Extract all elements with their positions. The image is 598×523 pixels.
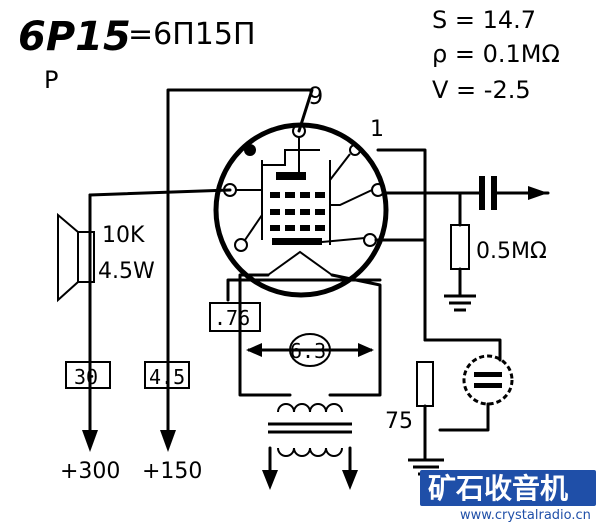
wire-pin1 — [376, 148, 427, 202]
spec-v: V = -2.5 — [432, 76, 531, 104]
tube-title: 6P15 — [18, 14, 131, 60]
cathode-resistor-label: 75 — [385, 409, 413, 434]
arrow-300 — [82, 430, 98, 452]
coupling-capacitor — [479, 176, 550, 210]
grid-resistor — [444, 191, 476, 312]
spec-rho: ρ = 0.1MΩ — [432, 40, 560, 68]
supply-300: +300 — [60, 459, 120, 484]
svg-text:30: 30 — [74, 365, 98, 389]
speaker-power: 4.5W — [98, 259, 155, 284]
svg-text:矿石收音机: 矿石收音机 — [428, 472, 568, 505]
watermark-logo: 矿石收音机 — [420, 470, 596, 506]
heater-circuit — [226, 273, 382, 397]
tube-electrodes — [236, 137, 373, 276]
watermark-url: www.crystalradio.cn — [460, 508, 591, 523]
heater-transformer — [262, 403, 358, 490]
pin-9-label: 9 — [308, 82, 323, 110]
tube-equivalent: =6П15П — [128, 17, 256, 52]
spec-s: S = 14.7 — [432, 6, 536, 34]
box-heater-current: .76 — [209, 302, 261, 332]
tube-suffix: P — [44, 66, 58, 94]
speaker-icon — [57, 212, 95, 303]
pin-1-label: 1 — [370, 117, 384, 142]
arrow-150 — [160, 430, 176, 452]
wire-anode — [166, 88, 314, 197]
supply-150: +150 — [142, 459, 202, 484]
bypass-element — [438, 354, 514, 432]
speaker-impedance: 10K — [102, 223, 145, 248]
cathode-resistor — [408, 338, 502, 476]
wire-plate-bus — [88, 188, 232, 197]
wire-cathode — [374, 238, 427, 342]
heater-voltage: 6.3 — [290, 339, 326, 363]
svg-text:4.5: 4.5 — [149, 365, 185, 389]
box-150: 4.5 — [144, 361, 190, 389]
grid-resistor-label: 0.5MΩ — [476, 239, 547, 264]
box-300: 30 — [65, 361, 111, 389]
svg-text:.76: .76 — [214, 306, 250, 330]
